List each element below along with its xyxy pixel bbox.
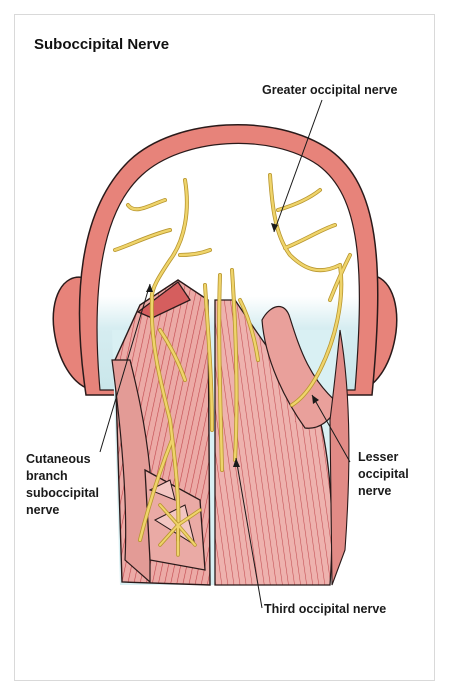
label-lesser-occipital-nerve: Lesser occipital nerve [358,449,409,500]
right-edge-muscle [329,329,350,586]
label-line: branch [26,469,68,483]
label-line: occipital [358,467,409,481]
leader-arrowheads [146,223,319,467]
left-outer-muscle [111,359,151,584]
label-third-occipital-nerve: Third occipital nerve [264,602,387,616]
label-cutaneous-branch: Cutaneous branch suboccipital nerve [26,451,99,519]
right-muscles [214,299,333,586]
label-line: nerve [26,503,60,517]
label-line: suboccipital [26,486,99,500]
label-line: Cutaneous [26,452,91,466]
label-line: Lesser [358,450,399,464]
figure-title: Suboccipital Nerve [34,36,170,53]
label-greater-occipital-nerve: Greater occipital nerve [262,83,398,97]
leader-lines [99,99,351,609]
label-line: nerve [358,484,392,498]
nerves [113,173,352,557]
